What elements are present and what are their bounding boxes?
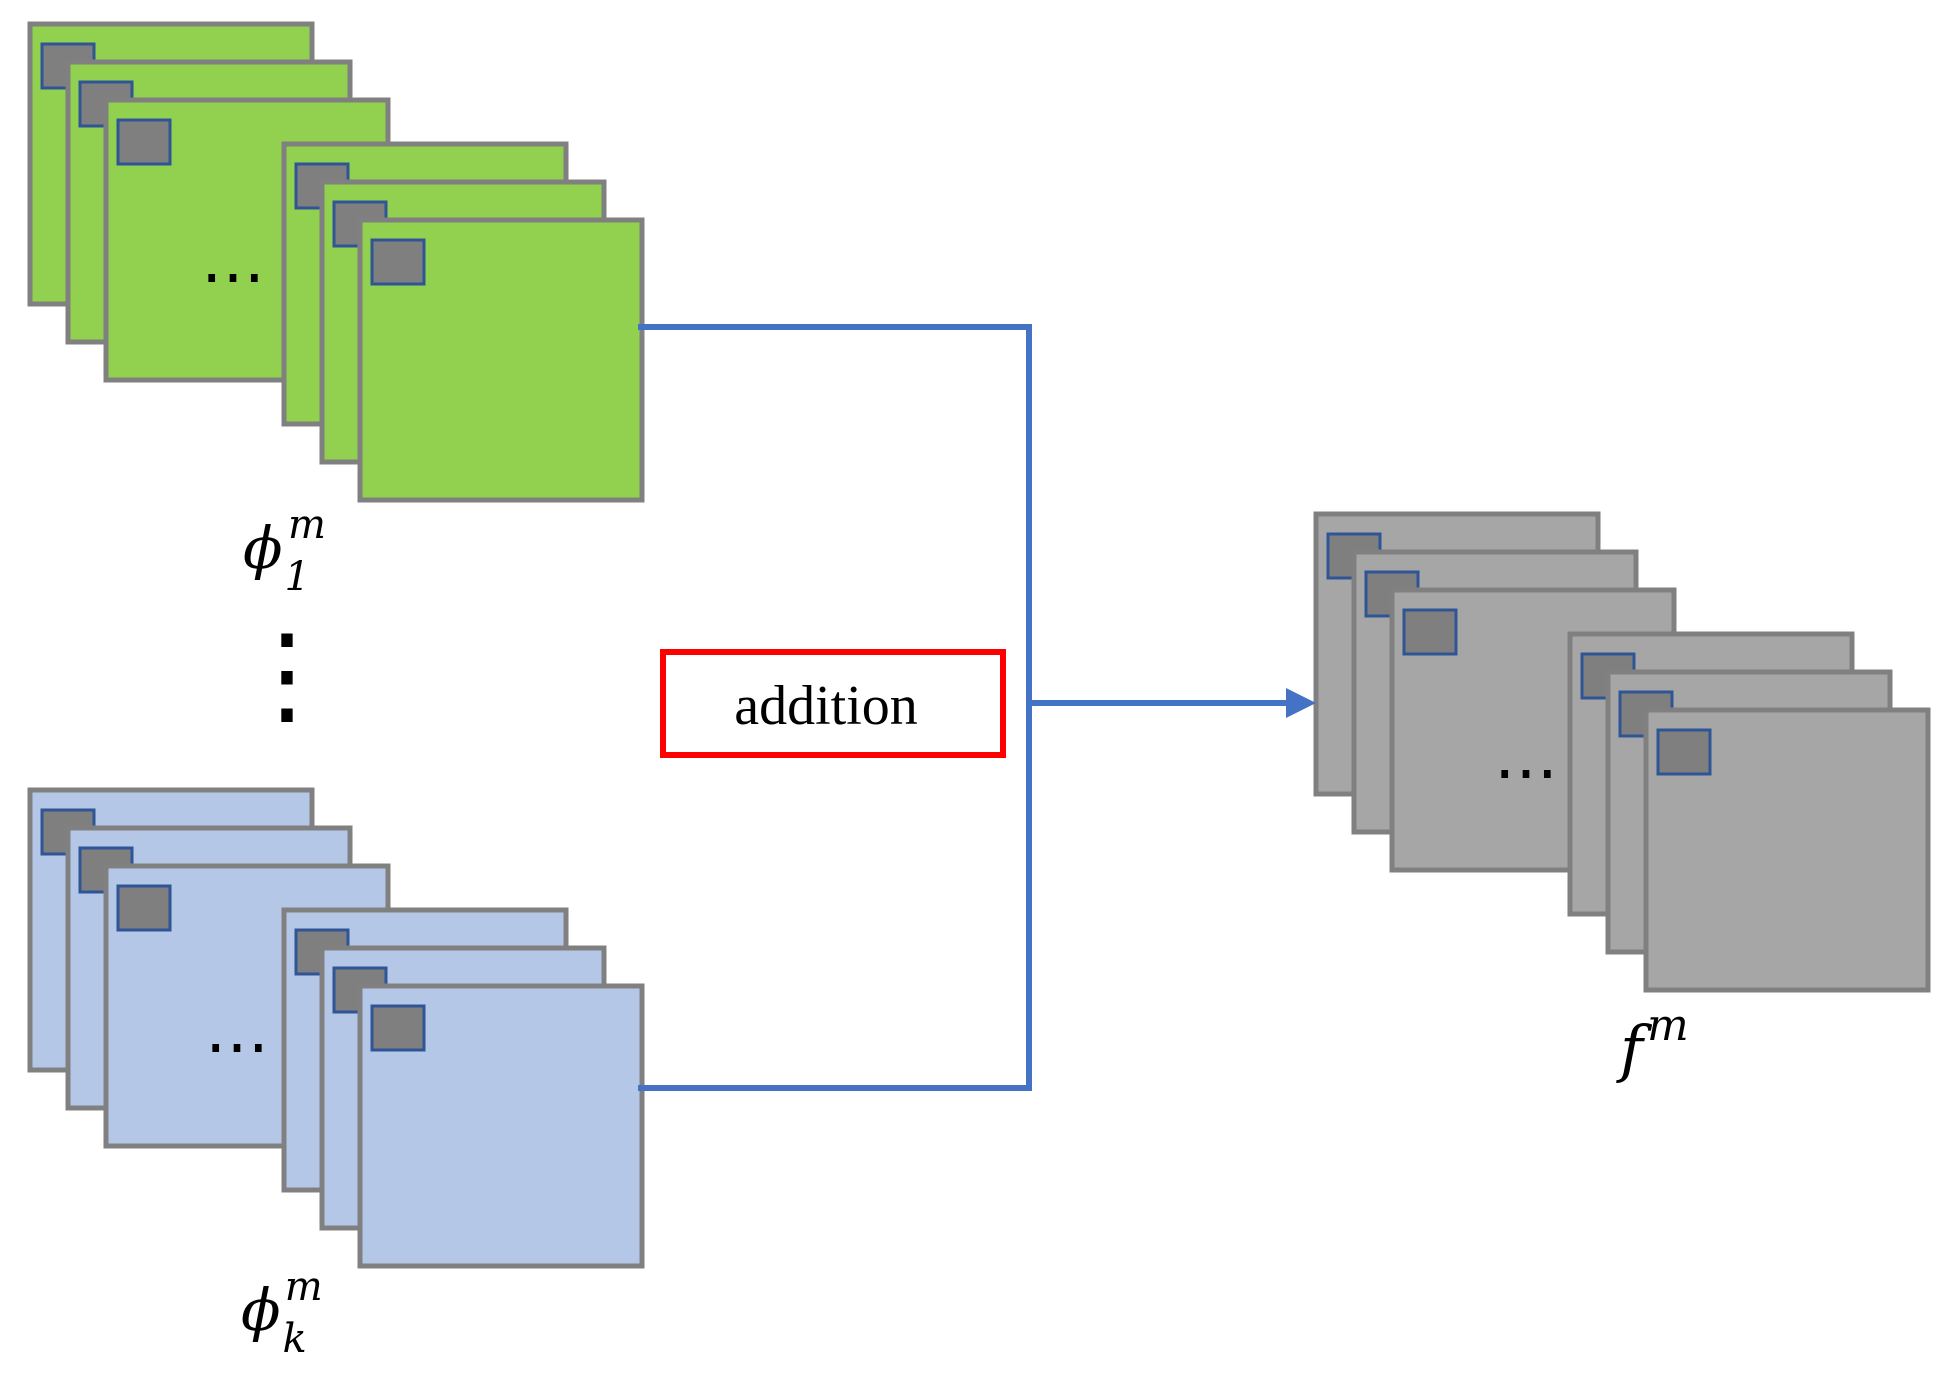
phik-feature-map-stack: … [27, 787, 645, 1269]
phi1-feature-map-stack: … [27, 21, 645, 503]
phik-subscript: k [283, 1316, 307, 1362]
vertical-ellipsis: ⋮ [232, 614, 342, 736]
phi1-symbol: ϕ [243, 514, 283, 582]
kernel-patch [1656, 728, 1712, 776]
phi1-label: ϕ1 m [243, 502, 326, 600]
connector-lines [638, 324, 1316, 1091]
top-input-connector [638, 324, 1032, 1091]
output-feature-map-stack: … [1313, 511, 1931, 993]
phik-label: ϕkm [241, 1264, 323, 1362]
f-superscript: m [1647, 1000, 1689, 1051]
kernel-patch [116, 884, 172, 932]
addition-operator-label: addition [734, 675, 918, 737]
output-arrowhead [1286, 688, 1316, 718]
addition-operator: addition [660, 649, 1006, 758]
phik-superscript: m [285, 1264, 323, 1310]
kernel-patch [1402, 608, 1458, 656]
kernel-patch [116, 118, 172, 166]
stack-ellipsis: … [205, 994, 269, 1068]
stack-ellipsis: … [201, 224, 265, 298]
phi1-superscript: m [288, 502, 326, 548]
addition-operator-box [660, 649, 1006, 758]
phik-symbol: ϕ [241, 1276, 281, 1344]
stack-ellipsis: … [1494, 720, 1558, 794]
kernel-patch [370, 1004, 426, 1052]
kernel-patch [370, 238, 426, 286]
phi1-subscript: 1 [285, 554, 310, 600]
f-label: fm [1616, 1000, 1689, 1085]
